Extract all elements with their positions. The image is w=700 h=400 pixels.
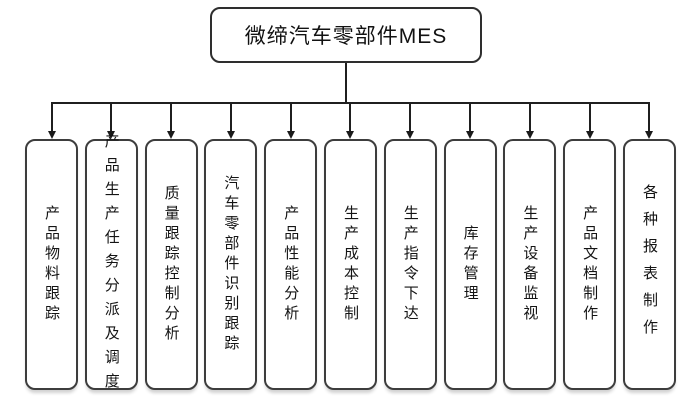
branch-row: 产品物料跟踪 产品生产任务分派及调度 质量跟踪控制分析 汽车零部件识别跟踪 [25, 103, 676, 397]
connector-drop-line [528, 103, 531, 131]
arrow-down-icon [406, 131, 415, 139]
branch-column: 生产指令下达 [383, 103, 437, 390]
connector-drop-line [349, 103, 352, 131]
child-node-label: 产品生产任务分派及调度 [102, 132, 120, 397]
child-node-production-order-issue: 生产指令下达 [383, 139, 437, 390]
connector-drop-line [648, 103, 651, 131]
child-node-production-cost-control: 生产成本控制 [323, 139, 377, 390]
connector-drop-line [289, 103, 292, 131]
connector-drop-line [409, 103, 412, 131]
child-node-product-performance-analysis: 产品性能分析 [264, 139, 318, 390]
branch-column: 产品物料跟踪 [25, 103, 78, 390]
branch-column: 产品性能分析 [264, 103, 318, 390]
connector-drop-line [50, 103, 53, 131]
root-node-label: 微缔汽车零部件MES [244, 25, 448, 48]
connector-drop-line [229, 103, 232, 131]
arrow-down-icon [47, 131, 56, 139]
arrow-down-icon [226, 131, 235, 139]
child-node-parts-id-tracking: 汽车零部件识别跟踪 [204, 139, 258, 390]
branch-column: 库存管理 [443, 103, 497, 390]
child-node-label: 产品物料跟踪 [43, 204, 60, 325]
child-node-label: 产品性能分析 [282, 204, 300, 325]
arrow-down-icon [167, 131, 176, 139]
child-node-report-generation: 各种报表制作 [622, 139, 676, 390]
child-node-equipment-monitoring: 生产设备监视 [503, 139, 557, 390]
child-node-label: 生产成本控制 [341, 204, 359, 325]
branch-column: 生产设备监视 [503, 103, 557, 390]
branch-column: 生产成本控制 [323, 103, 377, 390]
child-node-label: 生产设备监视 [521, 204, 539, 325]
arrow-down-icon [466, 131, 475, 139]
branch-column: 质量跟踪控制分析 [144, 103, 198, 390]
child-node-task-dispatch-scheduling: 产品生产任务分派及调度 [84, 133, 138, 397]
connector-drop-line [469, 103, 472, 131]
child-node-label: 库存管理 [461, 224, 479, 305]
arrow-down-icon [645, 131, 654, 139]
connector-drop-line [110, 103, 113, 131]
connector-drop-line [170, 103, 173, 131]
child-node-product-documentation: 产品文档制作 [563, 139, 617, 390]
child-node-product-material-tracking: 产品物料跟踪 [25, 139, 78, 390]
child-node-label: 质量跟踪控制分析 [162, 184, 180, 345]
child-node-inventory-management: 库存管理 [443, 139, 497, 390]
branch-column: 产品生产任务分派及调度 [84, 103, 138, 397]
branch-column: 各种报表制作 [622, 103, 676, 390]
child-node-label: 汽车零部件识别跟踪 [222, 174, 240, 355]
child-node-label: 产品文档制作 [581, 204, 599, 325]
child-node-quality-tracking-analysis: 质量跟踪控制分析 [144, 139, 198, 390]
connector-trunk-line [345, 63, 347, 103]
branch-column: 汽车零部件识别跟踪 [204, 103, 258, 390]
arrow-down-icon [525, 131, 534, 139]
arrow-down-icon [107, 131, 116, 139]
arrow-down-icon [286, 131, 295, 139]
child-node-label: 生产指令下达 [401, 204, 419, 325]
arrow-down-icon [585, 131, 594, 139]
branch-column: 产品文档制作 [563, 103, 617, 390]
connector-drop-line [588, 103, 591, 131]
arrow-down-icon [346, 131, 355, 139]
root-node: 微缔汽车零部件MES [210, 7, 482, 63]
child-node-label: 各种报表制作 [640, 183, 658, 346]
